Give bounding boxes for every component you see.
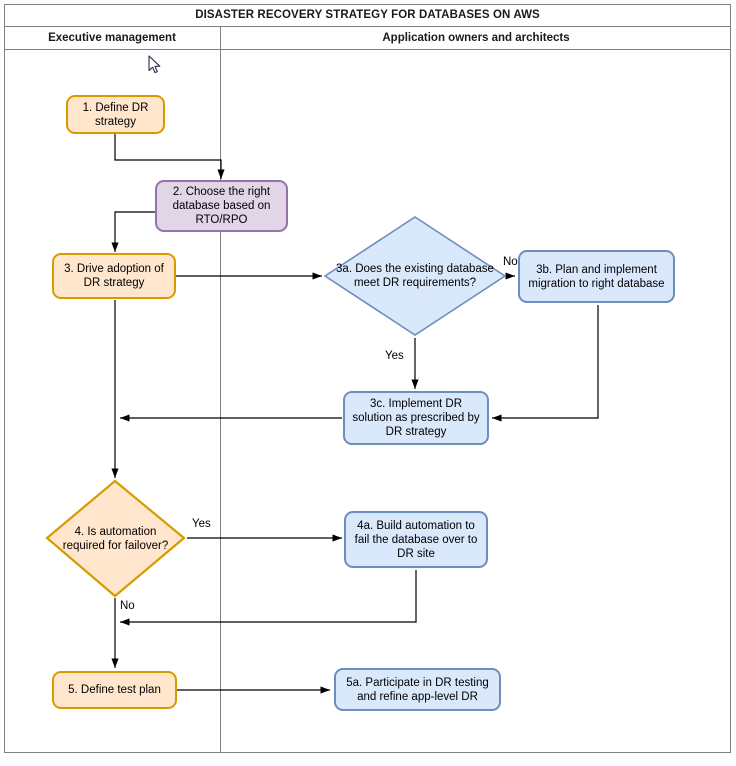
node-1-define-dr-strategy[interactable]: 1. Define DR strategy [66,95,165,134]
node-5a-participate-dr-testing[interactable]: 5a. Participate in DR testing and refine… [334,668,501,711]
node-3-drive-adoption[interactable]: 3. Drive adoption of DR strategy [52,253,176,299]
lane-header-executive-management: Executive management [4,27,221,50]
lane-divider [220,50,221,753]
node-4a-build-automation[interactable]: 4a. Build automation to fail the databas… [344,511,488,568]
diagram-title: DISASTER RECOVERY STRATEGY FOR DATABASES… [4,4,731,27]
node-3a-decision-database-meets-dr[interactable]: 3a. Does the existing database meet DR r… [323,215,507,337]
node-2-choose-right-database[interactable]: 2. Choose the right database based on RT… [155,180,288,232]
node-5-define-test-plan[interactable]: 5. Define test plan [52,671,177,709]
edge-label-no-4: No [120,600,135,612]
edge-label-yes-4: Yes [192,518,211,530]
node-3b-plan-implement-migration[interactable]: 3b. Plan and implement migration to righ… [518,250,675,303]
node-4-decision-automation-required[interactable]: 4. Is automation required for failover? [45,479,186,598]
mouse-pointer-icon [148,55,162,75]
lane-header-application-owners: Application owners and architects [221,27,731,50]
edge-label-no-3a: No [503,256,518,268]
node-3c-implement-dr-solution[interactable]: 3c. Implement DR solution as prescribed … [343,391,489,445]
edge-label-yes-3a: Yes [385,350,404,362]
